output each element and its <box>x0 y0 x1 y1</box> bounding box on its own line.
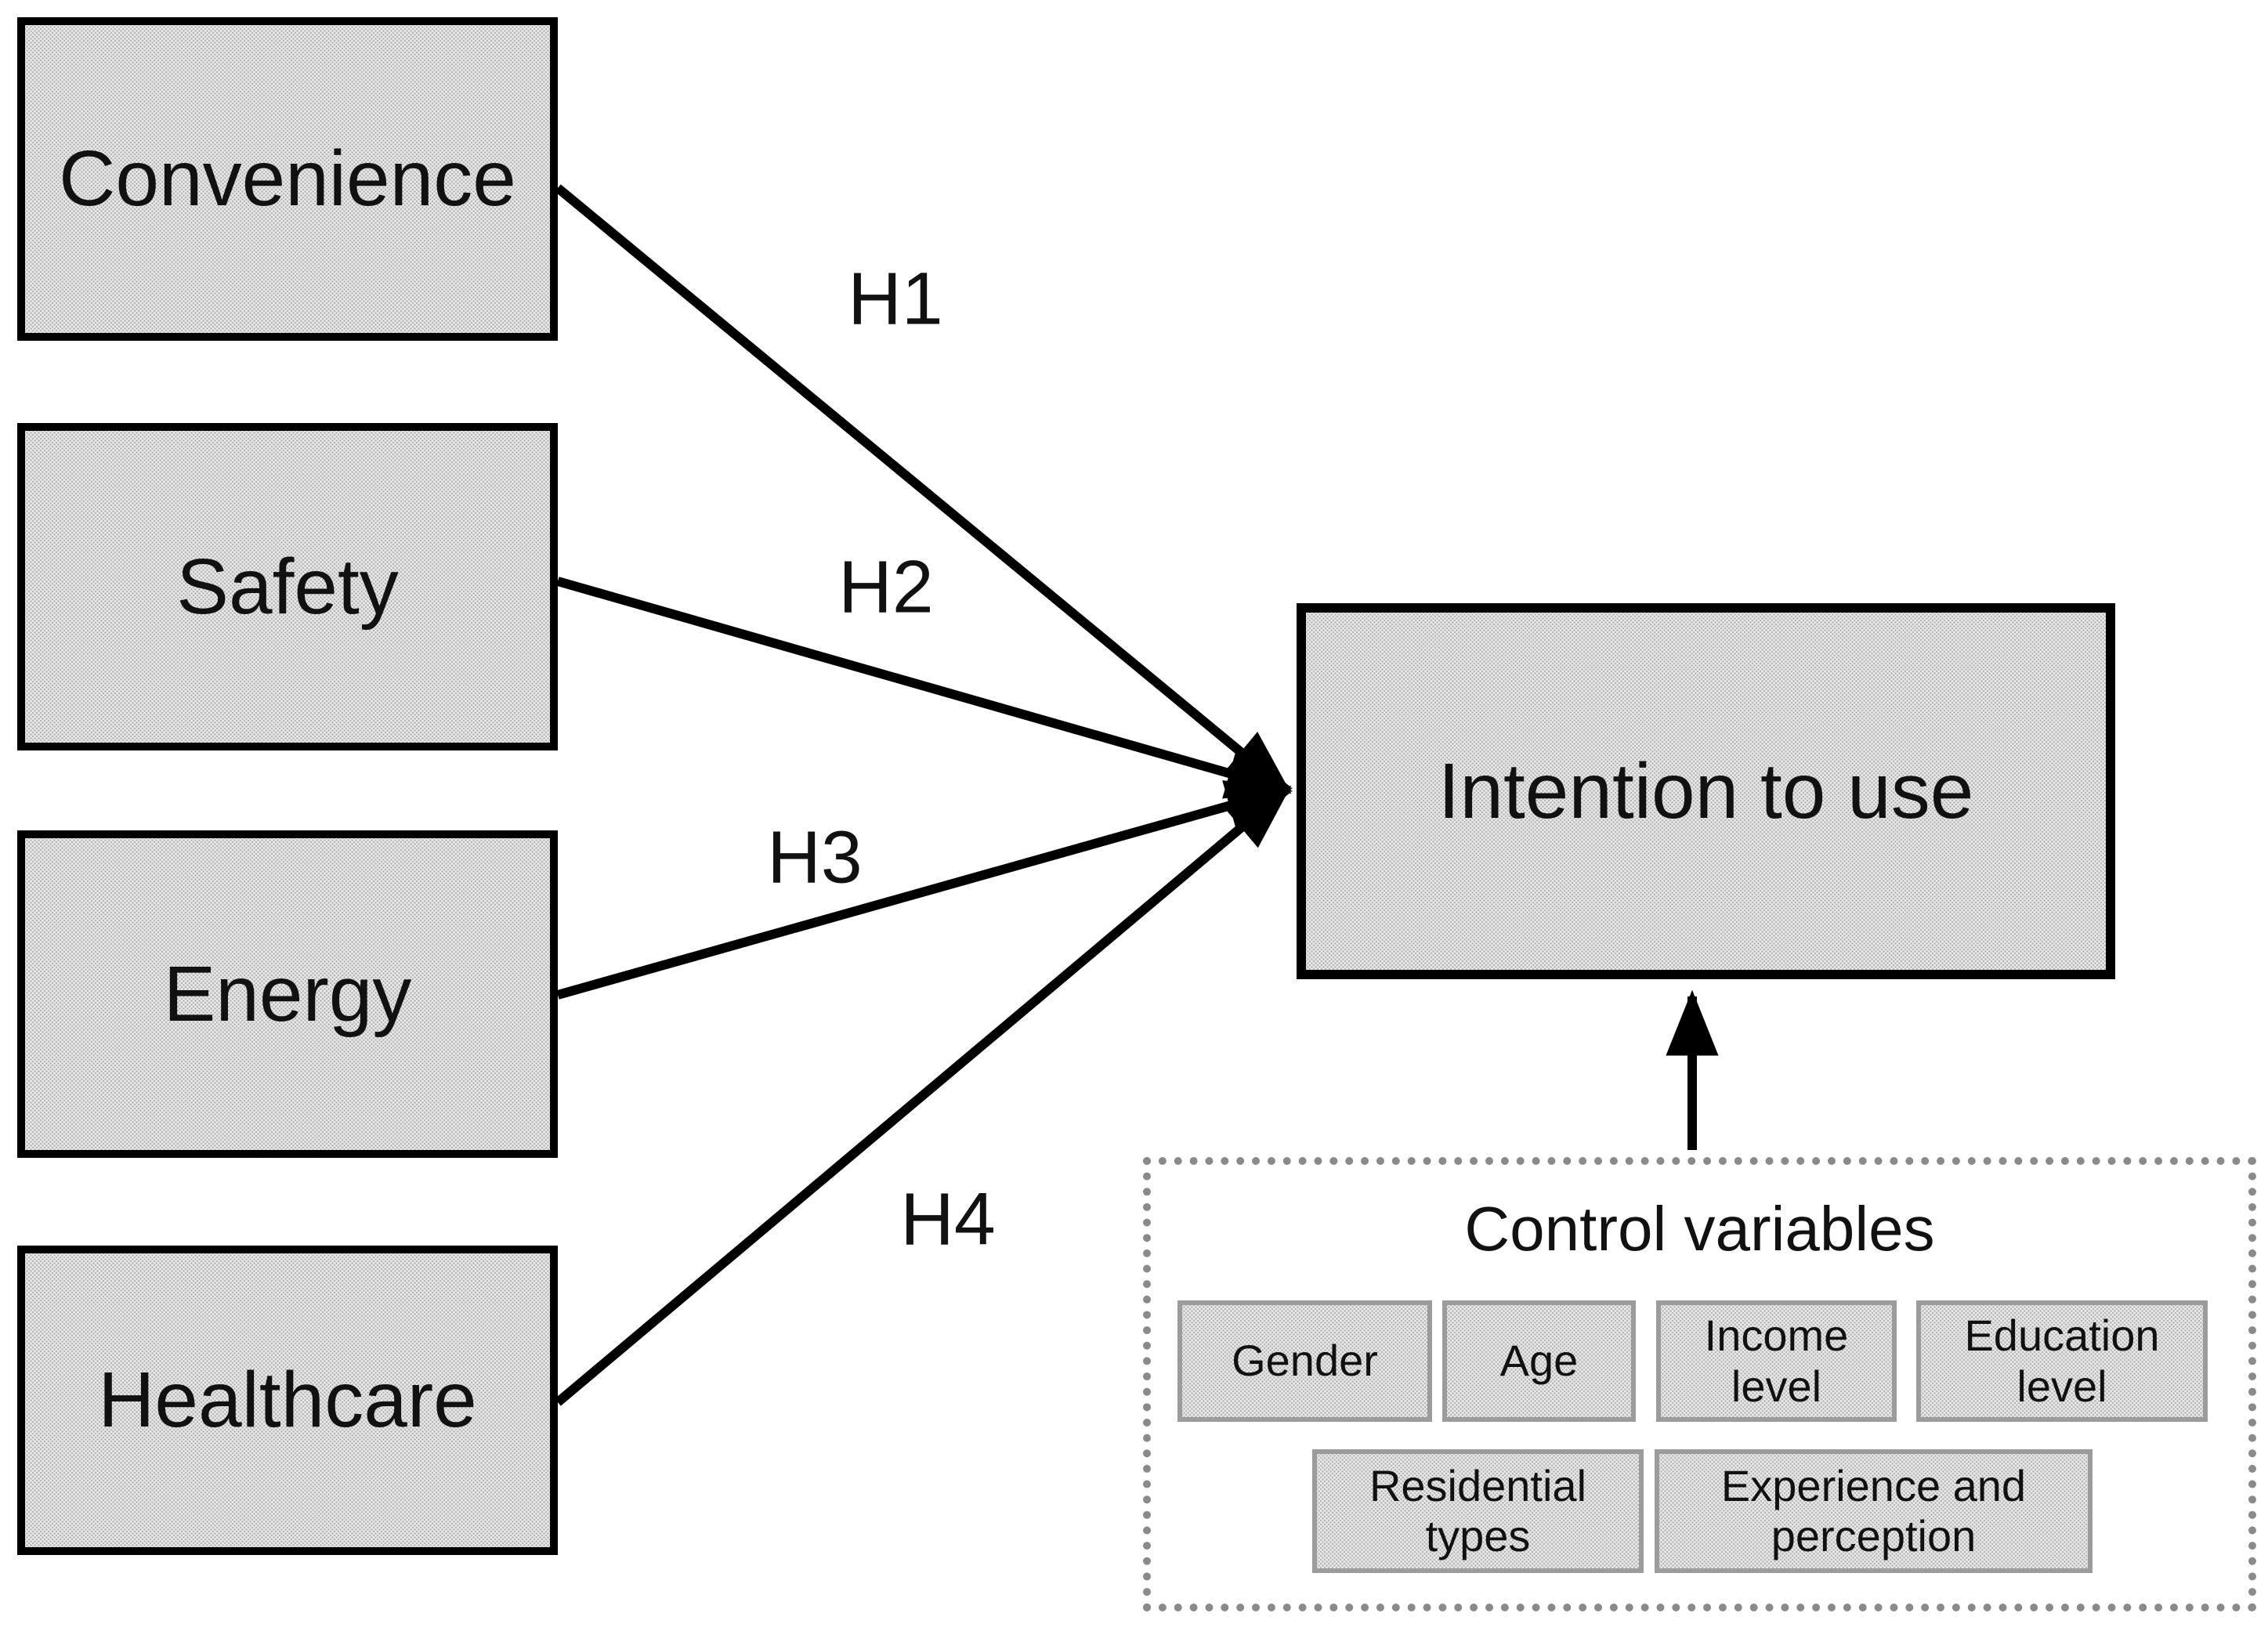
control-box-residential-types: Residential types <box>1312 1449 1644 1573</box>
control-variables-title: Control variables <box>1464 1194 1935 1264</box>
predictor-label: Energy <box>163 949 412 1038</box>
hypothesis-label-h4: H4 <box>900 1177 996 1261</box>
hypothesis-label-h2: H2 <box>838 545 934 629</box>
predictor-box-safety: Safety <box>17 423 558 750</box>
hypothesis-label-h3: H3 <box>767 816 863 899</box>
control-box-education-level: Education level <box>1916 1300 2208 1422</box>
h3-arrow-line <box>556 780 1293 1000</box>
predictor-label: Safety <box>176 542 399 631</box>
h1-arrow-line <box>555 184 1292 794</box>
control-box-age: Age <box>1442 1300 1636 1422</box>
control-box-gender: Gender <box>1177 1300 1432 1422</box>
control-variables-panel: Control variables Gender Age Income leve… <box>1143 1157 2256 1611</box>
predictor-box-healthcare: Healthcare <box>17 1246 558 1555</box>
control-box-income-level: Income level <box>1656 1300 1897 1422</box>
h4-arrow-line <box>555 785 1292 1406</box>
control-box-experience-and-perception: Experience and perception <box>1655 1449 2093 1573</box>
predictor-box-energy: Energy <box>17 830 558 1158</box>
predictor-label: Healthcare <box>98 1356 477 1444</box>
predictor-box-convenience: Convenience <box>17 17 558 341</box>
outcome-label: Intention to use <box>1438 747 1974 835</box>
hypothesis-label-h1: H1 <box>848 257 943 341</box>
predictor-label: Convenience <box>59 135 516 222</box>
h2-arrow-line <box>556 577 1293 799</box>
outcome-box-intention-to-use: Intention to use <box>1297 603 2115 979</box>
